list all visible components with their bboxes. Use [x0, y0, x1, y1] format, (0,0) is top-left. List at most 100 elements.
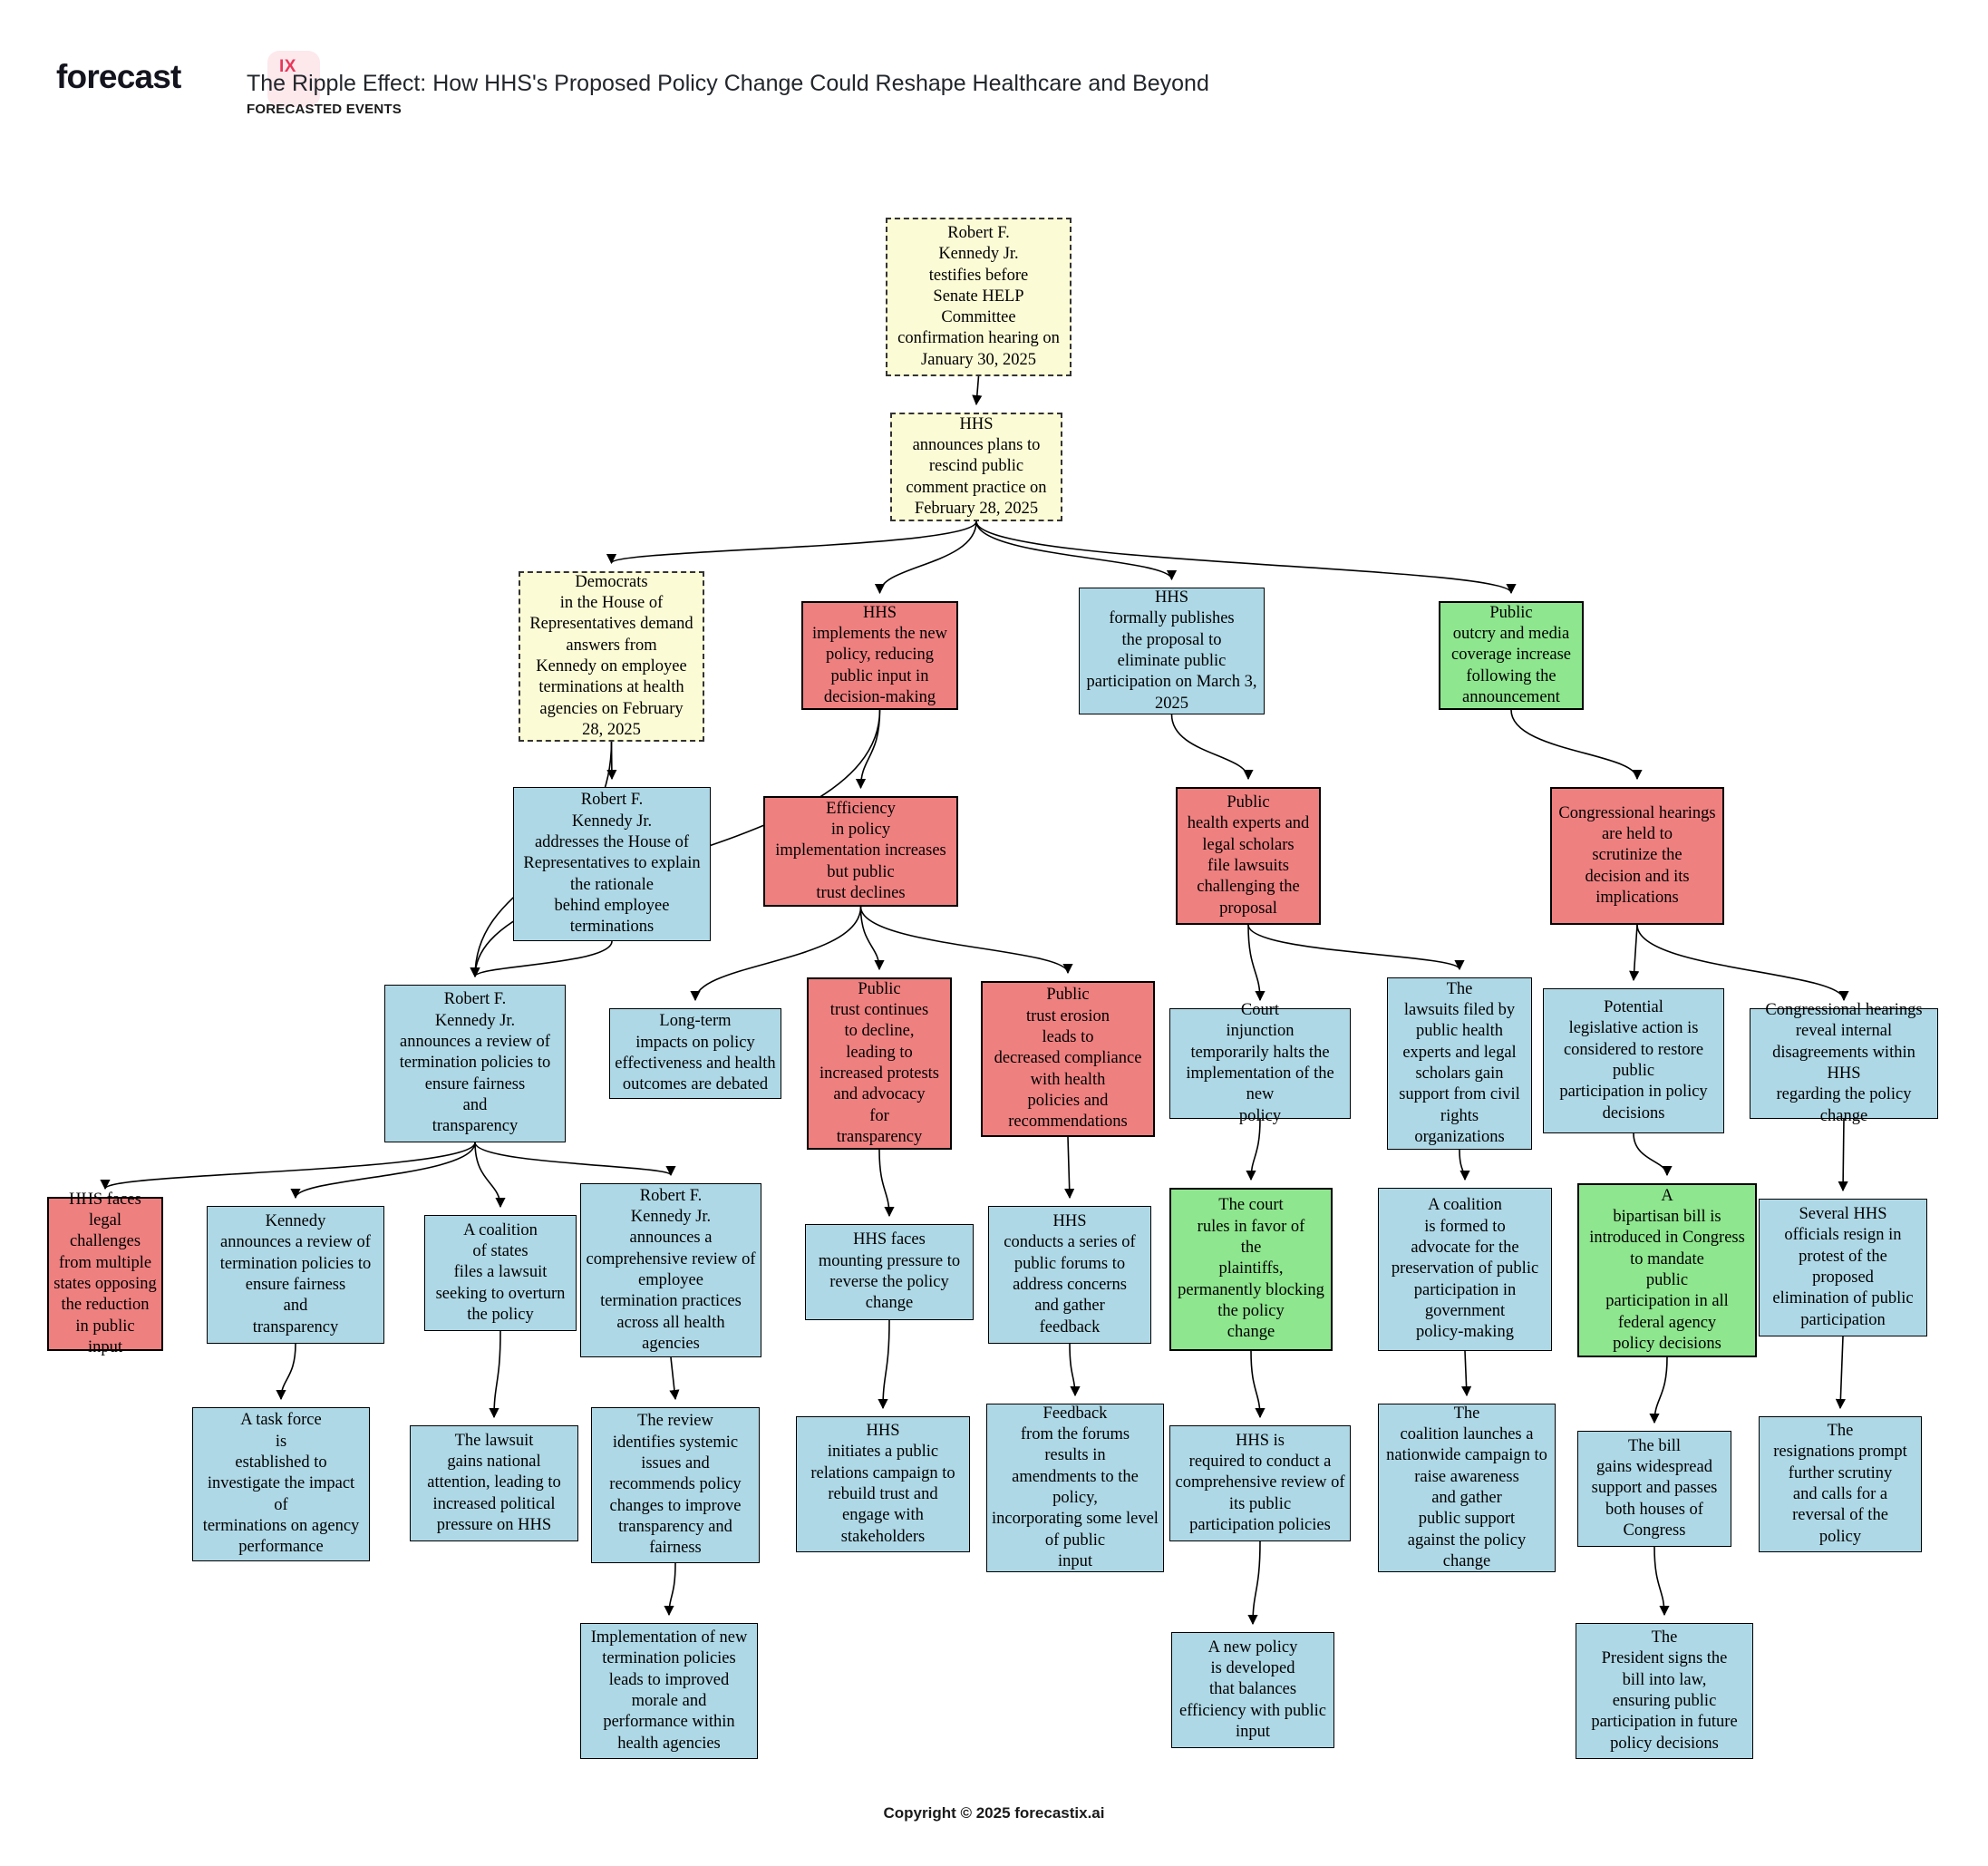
flow-node-label: The coalition launches a nationwide camp…	[1386, 1404, 1547, 1570]
flow-edge	[290, 1142, 476, 1200]
flow-node-label: HHS is required to conduct a comprehensi…	[1175, 1431, 1345, 1534]
flow-node[interactable]: HHS formally publishes the proposal to e…	[1079, 588, 1265, 714]
flow-node[interactable]: Public outcry and media coverage increas…	[1439, 601, 1584, 710]
flow-edge	[470, 940, 613, 978]
flow-node-label: Kennedy announces a review of terminatio…	[219, 1212, 372, 1336]
flow-edge	[1247, 924, 1465, 971]
flow-node[interactable]: Congressional hearings reveal internal d…	[1750, 1001, 1938, 1125]
page-header: forecast IX The Ripple Effect: How HHS's…	[0, 0, 1988, 136]
flow-edge	[874, 520, 977, 595]
flow-node[interactable]: A new policy is developed that balances …	[1171, 1632, 1334, 1748]
flow-edge	[1510, 709, 1643, 781]
flow-edge	[1838, 1118, 1848, 1192]
flow-node[interactable]: Congressional hearings are held to scrut…	[1550, 787, 1724, 925]
flow-edge	[878, 1319, 890, 1410]
flow-node[interactable]: The resignations prompt further scrutiny…	[1759, 1416, 1922, 1552]
flow-edge	[1835, 1336, 1846, 1410]
flow-edge	[1633, 1132, 1673, 1177]
flow-node-label: Public trust erosion leads to decreased …	[994, 986, 1142, 1132]
flow-node-label: Long-term impacts on policy effectivenes…	[615, 1012, 776, 1094]
flow-node[interactable]: A task force is established to investiga…	[192, 1407, 370, 1561]
flow-node[interactable]: The lawsuits filed by public health expe…	[1387, 977, 1532, 1150]
flow-node[interactable]: Implementation of new termination polici…	[580, 1623, 758, 1759]
flow-edge	[1653, 1546, 1670, 1617]
flow-edge	[859, 906, 1073, 975]
flow-edge	[100, 1142, 476, 1191]
flow-node[interactable]: The coalition launches a nationwide camp…	[1378, 1404, 1556, 1572]
flow-node[interactable]: A coalition is formed to advocate for th…	[1378, 1188, 1552, 1351]
flow-node[interactable]: HHS initiates a public relations campaig…	[796, 1416, 970, 1552]
flow-node-label: Public health experts and legal scholars…	[1187, 793, 1310, 918]
flow-node[interactable]: Kennedy announces a review of terminatio…	[207, 1206, 384, 1344]
page-title: The Ripple Effect: How HHS's Proposed Po…	[247, 71, 1209, 96]
flow-node-label: The court rules in favor of the plaintif…	[1178, 1196, 1324, 1342]
flow-node-label: Public outcry and media coverage increas…	[1451, 603, 1571, 706]
flow-node[interactable]: The bill gains widespread support and pa…	[1577, 1431, 1731, 1547]
flow-node[interactable]: HHS implements the new policy, reducing …	[801, 601, 958, 710]
title-block: The Ripple Effect: How HHS's Proposed Po…	[247, 71, 1209, 117]
flow-node[interactable]: Efficiency in policy implementation incr…	[763, 796, 958, 907]
flow-node-label: HHS faces legal challenges from multiple…	[53, 1190, 157, 1356]
flow-edge	[474, 1142, 506, 1209]
flow-node[interactable]: Democrats in the House of Representative…	[519, 571, 704, 742]
flow-node-label: A coalition of states files a lawsuit se…	[435, 1220, 566, 1324]
flow-node[interactable]: HHS faces mounting pressure to reverse t…	[805, 1224, 974, 1320]
flow-node-label: Robert F. Kennedy Jr. announces a review…	[399, 990, 551, 1136]
flow-node-label: The lawsuit gains national attention, le…	[427, 1431, 561, 1534]
flow-node[interactable]: HHS faces legal challenges from multiple…	[47, 1191, 163, 1356]
flow-node-label: HHS implements the new policy, reducing …	[812, 603, 947, 706]
flow-node-label: Public trust continues to decline, leadi…	[819, 979, 940, 1146]
flow-edge	[1250, 1350, 1266, 1419]
flow-edge	[664, 1562, 676, 1617]
flow-node[interactable]: Court injunction temporarily halts the i…	[1169, 1001, 1351, 1125]
flow-node-label: Congressional hearings reveal internal d…	[1765, 1001, 1923, 1125]
flow-node-label: Congressional hearings are held to scrut…	[1558, 803, 1716, 907]
flow-node[interactable]: The court rules in favor of the plaintif…	[1169, 1188, 1333, 1351]
flow-node[interactable]: Feedback from the forums results in amen…	[986, 1404, 1164, 1572]
flow-node-label: The President signs the bill into law, e…	[1591, 1628, 1738, 1753]
flow-edge	[1069, 1343, 1081, 1397]
flow-edge	[859, 906, 885, 971]
flow-node-label: The resignations prompt further scrutiny…	[1773, 1422, 1907, 1546]
flow-node[interactable]: Robert F. Kennedy Jr. addresses the Hous…	[513, 787, 711, 941]
brand-badge-background	[267, 51, 320, 107]
flow-node-label: Feedback from the forums results in amen…	[992, 1404, 1159, 1570]
flow-node[interactable]: A coalition of states files a lawsuit se…	[424, 1215, 577, 1331]
flow-node-label: HHS announces plans to rescind public co…	[906, 414, 1047, 518]
flow-node[interactable]: Robert F. Kennedy Jr. announces a compre…	[580, 1183, 761, 1357]
flow-node[interactable]: Public trust erosion leads to decreased …	[981, 981, 1155, 1137]
flow-node-label: Implementation of new termination polici…	[590, 1628, 748, 1753]
flow-node-label: The bill gains widespread support and pa…	[1591, 1436, 1718, 1540]
flow-node[interactable]: HHS is required to conduct a comprehensi…	[1169, 1425, 1351, 1541]
flow-node[interactable]: The lawsuit gains national attention, le…	[410, 1425, 578, 1541]
flow-node[interactable]: Public trust continues to decline, leadi…	[807, 977, 952, 1150]
flow-edge	[606, 520, 977, 565]
flow-node-label: A bipartisan bill is introduced in Congr…	[1589, 1186, 1745, 1353]
flow-node[interactable]: The review identifies systemic issues an…	[591, 1407, 760, 1563]
flow-node[interactable]: Robert F. Kennedy Jr. testifies before S…	[886, 218, 1072, 376]
flow-node[interactable]: Potential legislative action is consider…	[1543, 988, 1724, 1133]
flow-node-label: Court injunction temporarily halts the i…	[1186, 1001, 1334, 1125]
flow-edge	[1636, 924, 1849, 1002]
flow-node[interactable]: Several HHS officials resign in protest …	[1759, 1199, 1927, 1336]
flow-node[interactable]: Public health experts and legal scholars…	[1176, 787, 1321, 925]
flow-edge	[690, 906, 862, 1002]
flow-node[interactable]: Long-term impacts on policy effectivenes…	[609, 1008, 781, 1099]
flow-node-label: HHS faces mounting pressure to reverse t…	[818, 1230, 961, 1313]
flow-node[interactable]: Robert F. Kennedy Jr. announces a review…	[384, 985, 566, 1142]
flow-edge	[1064, 1136, 1075, 1200]
flow-edge	[489, 1330, 501, 1419]
flow-node[interactable]: HHS conducts a series of public forums t…	[988, 1206, 1151, 1344]
flow-node-label: HHS formally publishes the proposal to e…	[1086, 588, 1257, 713]
flow-node[interactable]: The President signs the bill into law, e…	[1576, 1623, 1753, 1759]
brand-logo[interactable]: forecast	[56, 60, 181, 93]
flow-edge	[276, 1343, 296, 1401]
flow-edge	[972, 375, 983, 406]
flow-node[interactable]: HHS announces plans to rescind public co…	[890, 413, 1062, 521]
flow-edge	[669, 1356, 680, 1401]
flow-edge	[878, 1149, 895, 1218]
flow-node[interactable]: A bipartisan bill is introduced in Congr…	[1577, 1183, 1757, 1357]
flow-edge	[1247, 1540, 1261, 1626]
flow-edge	[1246, 1118, 1261, 1181]
